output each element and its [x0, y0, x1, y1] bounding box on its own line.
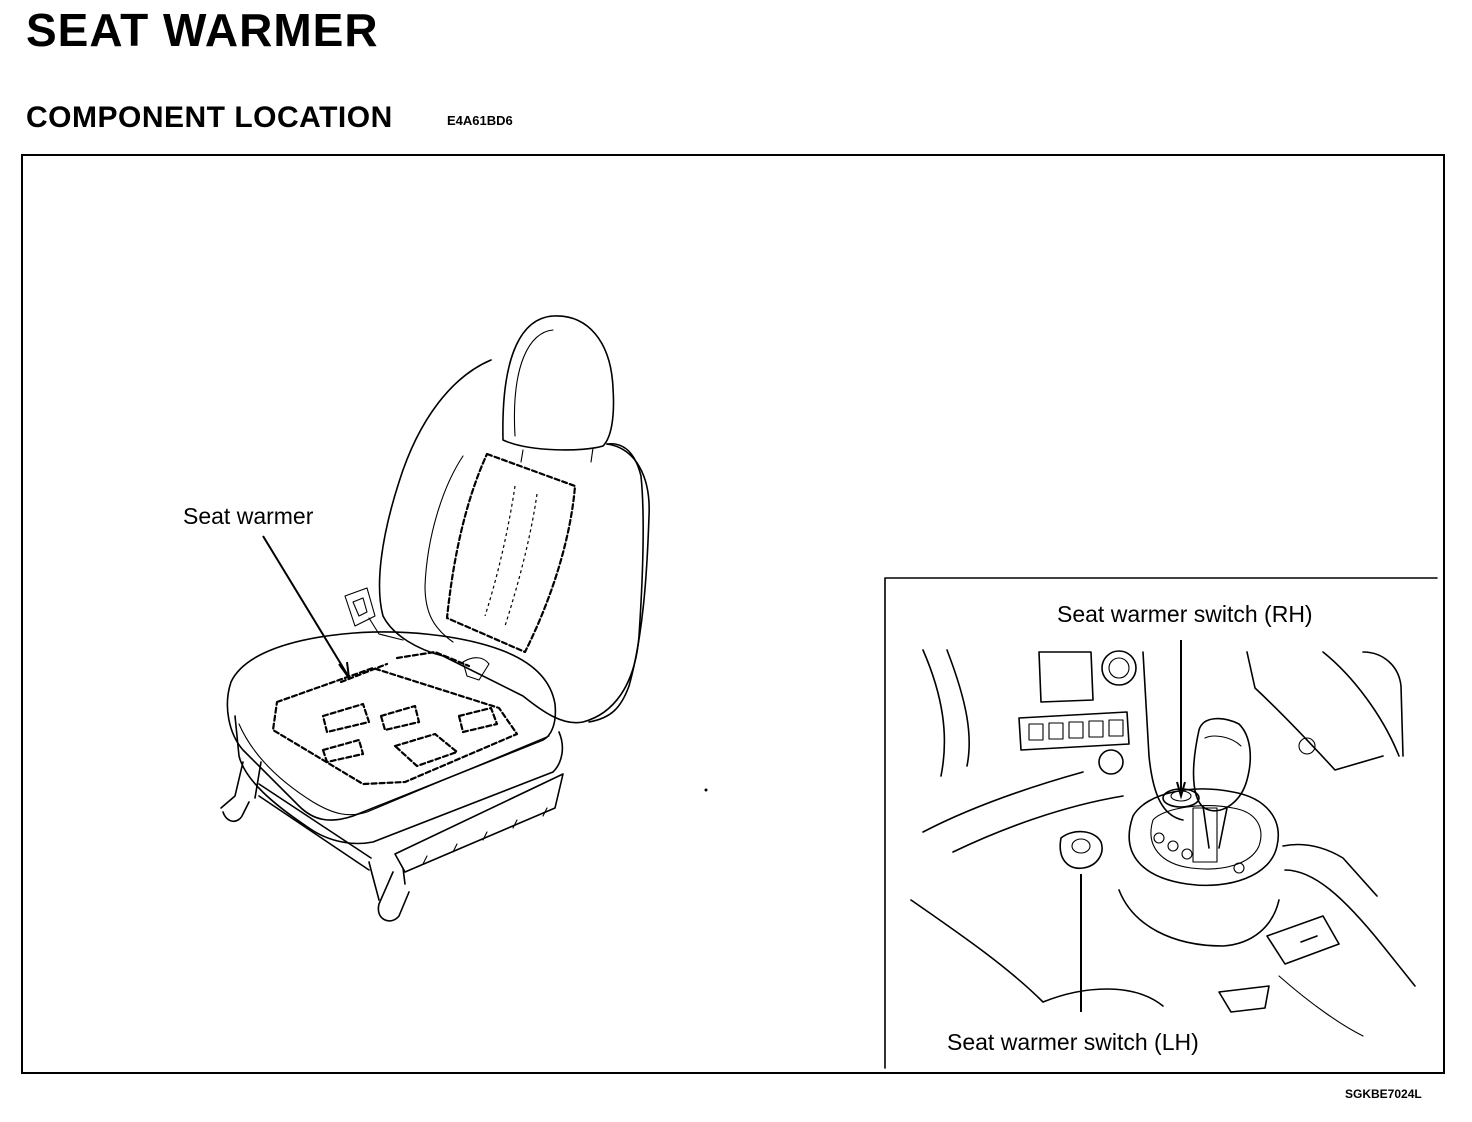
- dash-display: [1038, 651, 1094, 703]
- seat-belt-buckle: [344, 587, 404, 641]
- label-switch-lh: Seat warmer switch (LH): [947, 1029, 1199, 1055]
- seat-back: [378, 359, 644, 724]
- seat-cushion: [226, 631, 557, 821]
- section-title: COMPONENT LOCATION: [26, 101, 393, 134]
- leader-seat-warmer: [262, 535, 348, 675]
- steering-wheel: [922, 649, 970, 777]
- seat-back-heater: [445, 452, 577, 654]
- console-inset: [884, 577, 1438, 1069]
- switch-lh-knob: [1059, 830, 1103, 869]
- figure-illustration: [220, 315, 1438, 1069]
- shift-knob: [1192, 717, 1252, 812]
- dash-knob: [1101, 650, 1137, 686]
- seat-cushion-heater: [271, 666, 519, 786]
- switch-panel: [1018, 711, 1130, 751]
- label-seat-warmer: Seat warmer: [183, 503, 314, 529]
- label-switch-rh: Seat warmer switch (RH): [1057, 601, 1313, 627]
- figure-frame: Seat warmer Seat warmer switch (RH) Seat…: [21, 154, 1445, 1074]
- seat-illustration: [220, 315, 650, 922]
- page-title: SEAT WARMER: [26, 4, 379, 56]
- figure-code: SGKBE7024L: [1345, 1087, 1422, 1101]
- section-code: E4A61BD6: [447, 113, 513, 128]
- seat-headrest: [502, 315, 615, 451]
- seat-frame: [220, 761, 262, 823]
